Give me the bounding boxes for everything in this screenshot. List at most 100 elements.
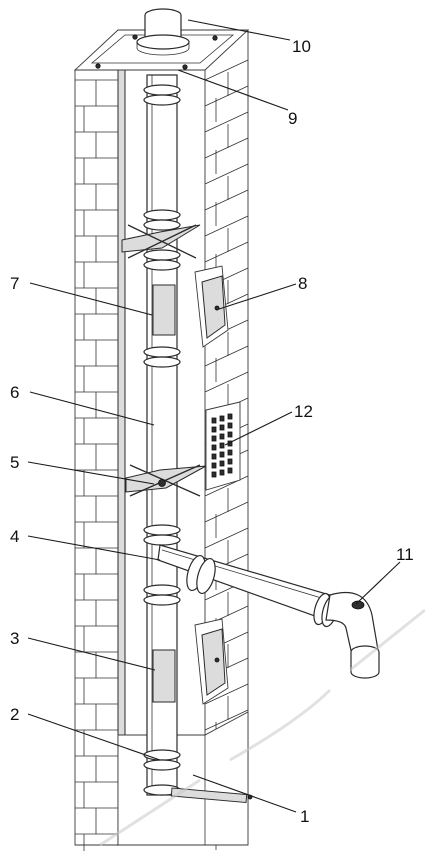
leader-line-5 [27,461,155,485]
bolt [182,64,188,70]
pipe-collar [143,209,181,221]
brick-course [204,371,249,393]
callout-7: 7 [10,274,19,293]
leader-line-4 [27,535,161,561]
pipe-collar [143,759,181,771]
elbow-90 [325,591,380,679]
connector-highlight [161,549,329,601]
callout-4: 4 [10,527,19,546]
leader-line-8 [215,283,297,311]
bracket-hub [158,479,166,487]
base-block [117,711,249,846]
grille-hole [227,413,233,420]
upper-access-door [194,265,229,348]
grille-hole [219,424,225,431]
grille-hole [211,426,217,433]
grille-hole [219,460,225,467]
connector-collar [196,557,216,595]
door-panel [201,628,226,696]
brick-course [204,345,249,367]
drain-pipe [170,787,248,804]
upper-inspection-window [152,284,176,336]
leader-line-1 [192,774,297,813]
elbow-body [325,591,379,656]
pipe-collar [143,534,181,546]
lower-support-bracket [125,464,207,497]
callout-9: 9 [288,109,297,128]
callout-10: 10 [292,37,311,56]
bolt [212,35,218,41]
brick-course [204,501,249,523]
door-panel [201,275,226,339]
door-handle [214,657,220,663]
pipe-collar [143,84,181,96]
grille-hole [211,417,217,424]
bracket-strap [129,464,201,497]
grille-hole [219,451,225,458]
brick-course [204,163,249,185]
terminal-flange [136,34,190,50]
left-wall-brick-courses [75,79,118,851]
callout-11: 11 [396,545,414,564]
flue-terminal [136,8,190,56]
callout-2: 2 [10,705,19,724]
grille-hole [227,449,233,456]
brick-course [204,137,249,159]
grille-hole [227,467,233,474]
top-plate [73,29,250,71]
leader-line-10 [187,19,291,41]
pipe-collar [143,259,181,271]
callout-labels: 10 9 7 8 6 12 5 4 11 3 2 1 [10,19,414,826]
elbow-port [351,600,365,610]
brick-course [204,709,249,731]
grille-hole [211,444,217,451]
bracket-arms [125,465,207,493]
horizontal-connector [157,544,339,628]
callout-12: 12 [294,402,313,421]
left-wall-inner [117,47,126,846]
bolt [95,63,101,69]
ventilation-grille [205,401,241,491]
grille-hole [227,422,233,429]
grille-hole [219,442,225,449]
leader-line-7 [29,282,153,316]
left-wall [74,51,119,846]
terminal-flange-edge [136,42,190,56]
bracket-strap [127,224,197,259]
pipe-collar [143,346,181,358]
pipe-collar [143,584,181,596]
grille-hole [227,458,233,465]
callout-3: 3 [10,629,19,648]
grille-hole [211,462,217,469]
leader-line-3 [27,637,156,671]
callout-5: 5 [10,453,19,472]
pipe-collar [143,249,181,261]
brick-course [204,189,249,211]
leader-line-9 [177,69,289,111]
grille-hole [219,415,225,422]
top-plate-bolts [95,34,218,70]
brick-course [204,241,249,263]
watermark [99,608,425,847]
leader-line-6 [29,391,155,426]
brick-course [204,59,249,81]
brick-course [204,527,249,549]
pipe-collar [143,94,181,106]
upper-support-bracket [121,224,201,259]
brick-course [204,215,249,237]
pipe-collar [143,594,181,606]
grille-hole [211,435,217,442]
grille-hole [211,453,217,460]
grille-hole [211,471,217,478]
callout-6: 6 [10,383,19,402]
leader-line-2 [27,713,161,761]
brick-course [204,85,249,107]
pipe-collars [143,84,181,796]
pipe-collar [143,356,181,368]
grille-hole [227,431,233,438]
watermark-stroke [99,608,425,847]
callout-1: 1 [300,807,309,826]
brick-course [204,475,249,497]
elbow-outlet-body [350,652,380,679]
